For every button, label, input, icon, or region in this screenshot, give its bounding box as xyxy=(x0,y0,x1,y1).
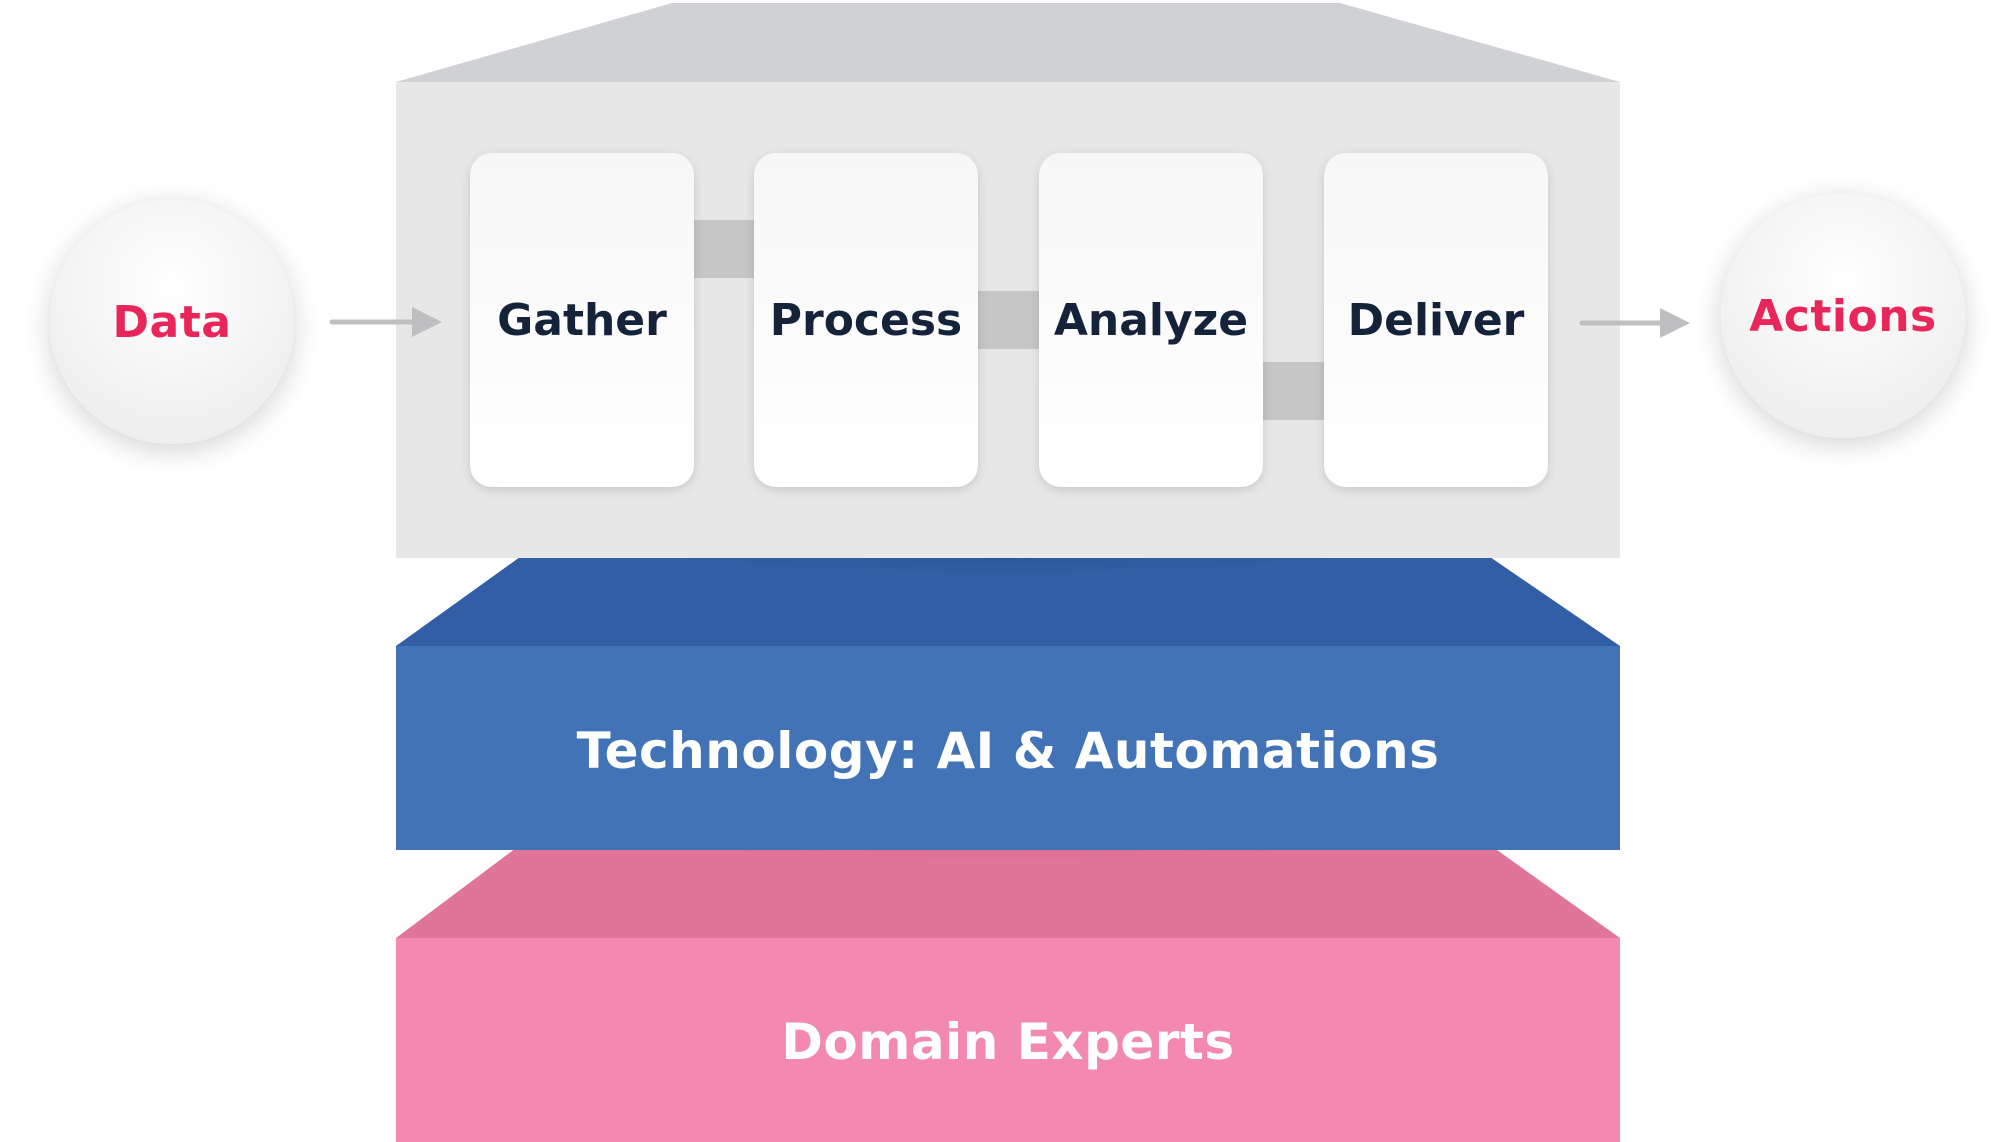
experts-layer-label: Domain Experts xyxy=(781,1013,1235,1071)
actions-label: Actions xyxy=(1749,290,1937,342)
stage-card-gather xyxy=(470,153,694,487)
pipeline-box-top xyxy=(396,3,1620,82)
data-label: Data xyxy=(112,296,232,348)
actions-circle xyxy=(1721,194,1965,438)
stage-card-deliver xyxy=(1324,153,1548,487)
stage-label-process: Process xyxy=(769,294,963,346)
connector-analyze-deliver xyxy=(1262,362,1328,420)
stage-label-deliver: Deliver xyxy=(1347,294,1525,346)
experts-layer-front xyxy=(396,938,1620,1142)
connector-process-analyze xyxy=(976,291,1042,349)
stage-card-process xyxy=(754,153,978,487)
stage-label-analyze: Analyze xyxy=(1053,294,1249,346)
stage-label-gather: Gather xyxy=(497,294,667,346)
technology-layer-front xyxy=(396,646,1620,850)
technology-layer-label: Technology: AI & Automations xyxy=(576,722,1440,780)
stage-card-analyze xyxy=(1039,153,1263,487)
stage-connectors xyxy=(690,220,1328,420)
stage-cards xyxy=(470,153,1548,487)
data-circle xyxy=(50,200,294,444)
connector-gather-process xyxy=(690,220,756,278)
